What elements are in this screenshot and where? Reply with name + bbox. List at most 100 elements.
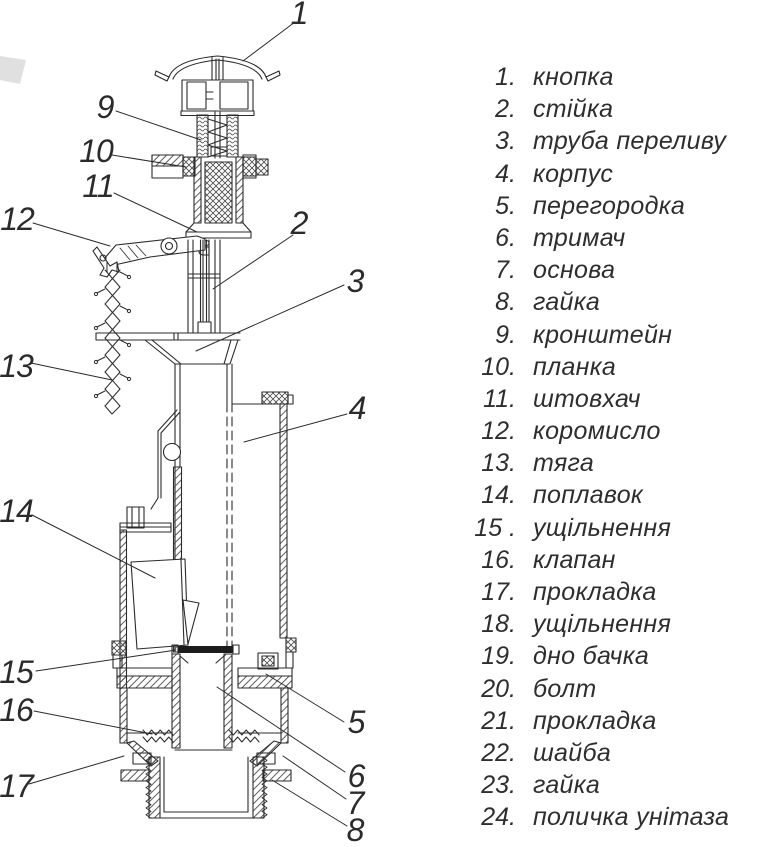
callout-3: 3: [346, 263, 365, 299]
callout-11: 11: [82, 168, 114, 204]
legend-item: 23. гайка: [470, 769, 760, 801]
button-part: [154, 55, 281, 117]
callout-4: 4: [348, 390, 367, 426]
holder-tube-part: [171, 653, 233, 751]
legend-item-number: 4.: [495, 159, 516, 188]
legend-item-label: прокладка: [533, 706, 657, 735]
legend-item-number: 16.: [481, 545, 516, 574]
callout-6: 6: [347, 758, 366, 794]
legend-item-number: 18.: [481, 610, 516, 639]
legend-item: 19. дно бачка: [470, 640, 760, 672]
legend-item: 21. прокладка: [470, 705, 760, 737]
callout-13: 13: [0, 348, 34, 384]
legend-item-label: клапан: [533, 545, 616, 574]
callout-2: 2: [290, 205, 309, 241]
legend-item-number: 5.: [495, 191, 516, 220]
legend-item: 8. гайка: [470, 286, 760, 318]
legend-item-label: штовхач: [533, 384, 641, 413]
callout-12: 12: [0, 201, 35, 237]
legend-item-label: гайка: [533, 771, 601, 800]
legend-item: 12.коромисло: [470, 415, 760, 447]
callout-5: 5: [347, 704, 366, 740]
callout-16: 16: [0, 692, 34, 728]
legend-item-number: 15 .: [474, 513, 516, 542]
legend-item-number: 21.: [481, 706, 516, 735]
callout-1: 1: [290, 0, 309, 31]
legend-item-label: дно бачка: [533, 642, 650, 671]
legend-item: 16. клапан: [470, 544, 760, 576]
legend-item-label: тримач: [533, 223, 626, 252]
legend-item-number: 12.: [481, 417, 516, 446]
flush-valve-drawing: [0, 21, 348, 827]
legend-item-number: 17.: [481, 578, 516, 606]
callout-17: 17: [0, 768, 34, 804]
legend-item-number: 8.: [495, 288, 516, 317]
legend-item-number: 7.: [495, 256, 516, 285]
legend-item: 13. тяга: [470, 447, 760, 479]
callout-14: 14: [0, 493, 34, 529]
legend-item: 20. болт: [470, 673, 760, 705]
legend-item: 24. поличка унітаза: [470, 801, 760, 833]
legend-item-label: кнопка: [533, 63, 614, 91]
legend-item-number: 6.: [495, 223, 516, 252]
legend-item-number: 14.: [481, 481, 516, 510]
rod-part: [93, 261, 132, 415]
legend-item: 17. прокладка: [470, 576, 760, 608]
legend-item-label: поплавок: [533, 481, 644, 510]
legend-item: 7. основа: [470, 254, 760, 286]
legend-item-number: 2.: [495, 95, 516, 124]
legend-item-number: 11.: [483, 384, 516, 413]
scan-artifact: [0, 56, 26, 84]
float-part: [119, 506, 200, 689]
parts-legend: 1. кнопка 2.стійка 3.труба переливу 4. кор…: [470, 61, 760, 834]
inner-lever: [150, 409, 182, 510]
legend-item-number: 1.: [495, 63, 516, 91]
legend-item-number: 10.: [481, 352, 516, 381]
legend-item: 14. поплавок: [470, 479, 760, 511]
legend-item: 22. шайба: [470, 737, 760, 769]
legend-item-label: кронштейн: [533, 320, 673, 349]
valve-part: [142, 729, 260, 743]
legend-item-number: 22.: [481, 738, 516, 767]
legend-item: 15 .ущільнення: [470, 512, 760, 544]
callout-7: 7: [346, 785, 365, 821]
legend-item-number: 9.: [495, 320, 516, 349]
legend-item-label: тяга: [533, 449, 595, 478]
legend-item-number: 23.: [481, 771, 516, 800]
legend-item-label: прокладка: [533, 578, 657, 606]
legend-item-number: 13.: [481, 449, 516, 478]
legend-item: 1. кнопка: [470, 61, 760, 93]
legend-item-label: планка: [533, 352, 617, 381]
legend-item-label: основа: [533, 256, 616, 285]
callout-10: 10: [79, 133, 114, 169]
legend-item: 5. перегородка: [470, 190, 760, 222]
plank-part: [151, 154, 269, 179]
legend-item-number: 19.: [481, 642, 516, 671]
leader-lines: [28, 21, 348, 827]
legend-item-label: болт: [533, 674, 597, 703]
legend-item-label: шайба: [533, 738, 612, 767]
legend-item: 4. корпус: [470, 158, 760, 190]
legend-item: 2.стійка: [470, 93, 760, 125]
legend-item-label: поличка унітаза: [533, 803, 730, 832]
base-part: [111, 640, 293, 744]
legend-item-label: корпус: [533, 159, 614, 188]
legend-item-number: 3.: [495, 127, 516, 156]
legend-item-number: 20.: [481, 674, 516, 703]
legend-item: 11. штовхач: [470, 383, 760, 415]
legend-item-number: 24.: [481, 803, 516, 832]
callout-15: 15: [0, 654, 34, 690]
legend-item: 9. кронштейн: [470, 319, 760, 351]
threaded-outlet-part: [120, 756, 292, 819]
bracket-spring-part: [196, 111, 239, 159]
legend-item: 6. тримач: [470, 222, 760, 254]
legend-item: 3.труба переливу: [470, 125, 760, 157]
callout-9: 9: [96, 89, 115, 125]
stand-tube-part: [187, 239, 221, 334]
legend-item-label: перегородка: [533, 191, 686, 220]
seal-part: [171, 644, 240, 655]
legend-item-label: гайка: [533, 288, 601, 317]
legend-item: 10. планка: [470, 351, 760, 383]
casing-part: [231, 391, 297, 669]
